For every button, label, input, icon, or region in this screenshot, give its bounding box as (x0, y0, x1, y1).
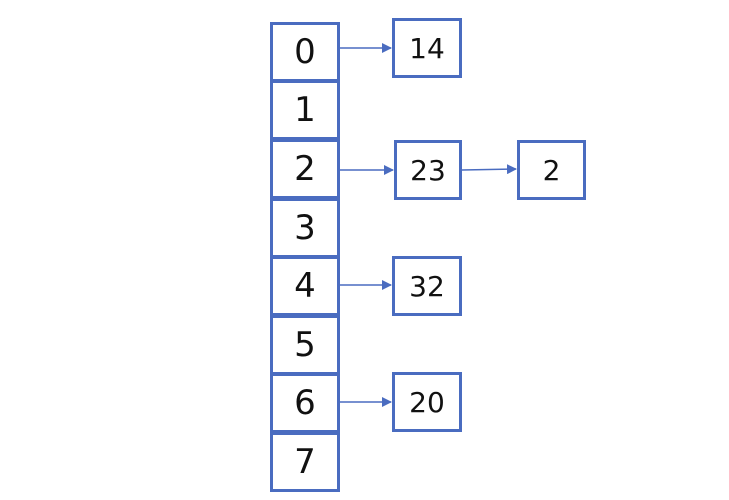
node-23: 23 (394, 140, 462, 200)
slot-0: 0 (270, 22, 340, 82)
node-32: 32 (392, 256, 462, 316)
arrow-23-to-2 (461, 164, 517, 175)
node-14: 14 (392, 18, 462, 78)
slot-4: 4 (270, 256, 340, 316)
node-20: 20 (392, 372, 462, 432)
node-2: 2 (517, 140, 586, 200)
slot-7: 7 (270, 432, 340, 492)
slot-1: 1 (270, 80, 340, 140)
slot-6: 6 (270, 373, 340, 433)
slot-5: 5 (270, 315, 340, 375)
slot-2: 2 (270, 139, 340, 199)
